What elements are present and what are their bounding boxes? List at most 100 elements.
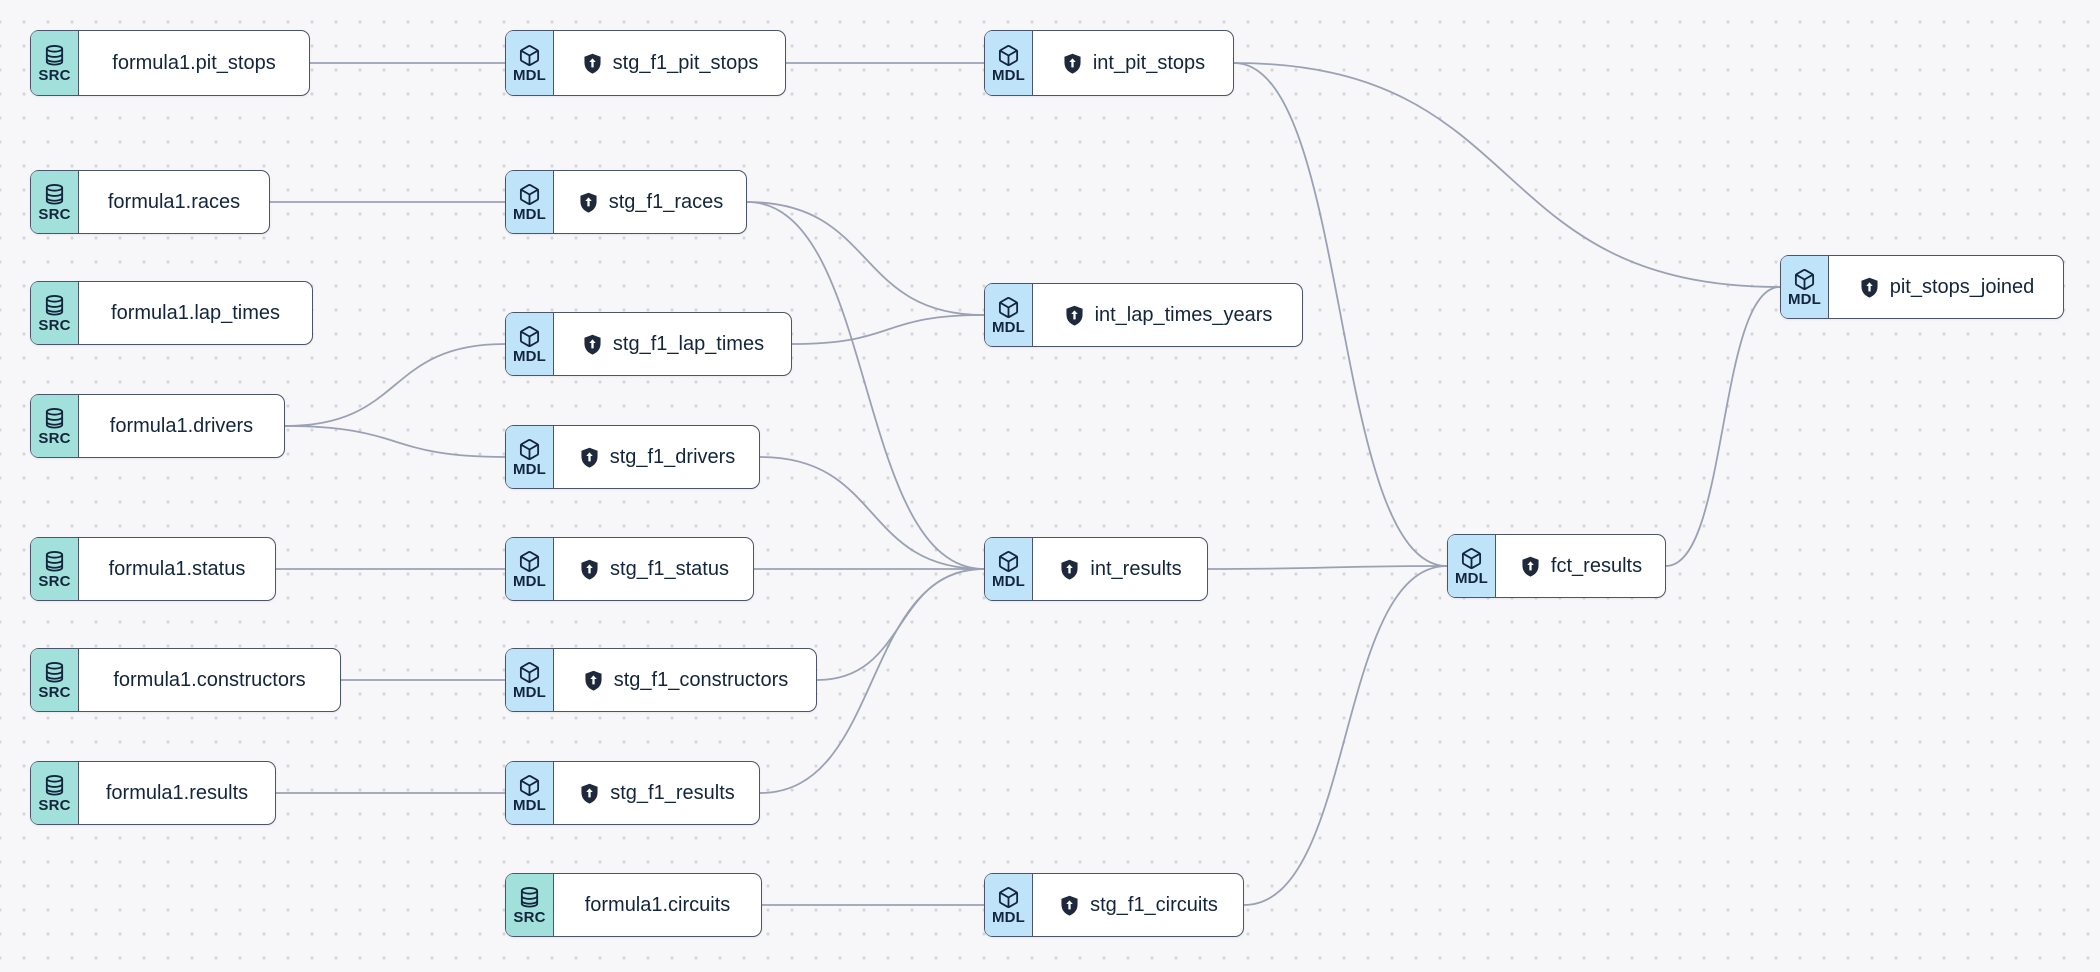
badge-label: MDL <box>991 318 1026 336</box>
node-src_circuits[interactable]: SRC formula1.circuits <box>505 873 762 937</box>
badge-label: MDL <box>991 66 1026 84</box>
node-label: formula1.lap_times <box>111 301 280 324</box>
database-icon <box>45 294 64 316</box>
badge-label: MDL <box>512 66 547 84</box>
node-label-container: stg_f1_races <box>554 171 746 233</box>
shield-icon <box>584 53 601 74</box>
cube-icon <box>519 550 540 572</box>
node-int_pit_stops[interactable]: MDL int_pit_stops <box>984 30 1234 96</box>
database-icon <box>45 183 64 205</box>
node-label-container: int_pit_stops <box>1033 31 1233 95</box>
node-label: formula1.constructors <box>113 668 306 691</box>
node-pit_stops_joined[interactable]: MDL pit_stops_joined <box>1780 255 2064 319</box>
badge-label: MDL <box>991 572 1026 590</box>
source-badge: SRC <box>31 282 79 344</box>
node-src_drivers[interactable]: SRC formula1.drivers <box>30 394 285 458</box>
cube-icon <box>519 325 540 347</box>
model-badge: MDL <box>506 31 554 95</box>
edge-int_results-to-fct_results <box>1207 565 1448 570</box>
model-badge: MDL <box>985 31 1033 95</box>
node-label: formula1.status <box>108 557 246 580</box>
node-label: stg_f1_circuits <box>1090 893 1218 916</box>
cube-icon <box>1461 547 1482 569</box>
node-label: formula1.races <box>107 190 241 213</box>
edge-stg_drivers-to-int_results <box>759 456 985 570</box>
node-label-container: stg_f1_circuits <box>1033 874 1243 936</box>
database-icon <box>520 886 539 908</box>
database-icon <box>45 550 64 572</box>
node-label-container: formula1.pit_stops <box>79 31 309 95</box>
badge-label: SRC <box>38 683 71 701</box>
source-badge: SRC <box>31 649 79 711</box>
cube-icon <box>998 886 1019 908</box>
node-src_constructors[interactable]: SRC formula1.constructors <box>30 648 341 712</box>
model-badge: MDL <box>506 762 554 824</box>
badge-label: MDL <box>1454 569 1489 587</box>
badge-label: MDL <box>512 347 547 365</box>
badge-label: SRC <box>38 796 71 814</box>
shield-icon <box>585 670 602 691</box>
node-src_results[interactable]: SRC formula1.results <box>30 761 276 825</box>
source-badge: SRC <box>506 874 554 936</box>
model-badge: MDL <box>985 284 1033 346</box>
source-badge: SRC <box>31 395 79 457</box>
edge-stg_races-to-int_results <box>746 201 985 570</box>
source-badge: SRC <box>31 171 79 233</box>
node-label: stg_f1_constructors <box>613 668 789 691</box>
badge-label: MDL <box>512 205 547 223</box>
model-badge: MDL <box>506 171 554 233</box>
node-label-container: formula1.lap_times <box>79 282 312 344</box>
shield-icon <box>1522 556 1539 577</box>
node-label: formula1.results <box>105 781 249 804</box>
node-label-container: formula1.circuits <box>554 874 761 936</box>
edge-fct_results-to-pit_stops_joined <box>1665 286 1781 567</box>
node-label: formula1.drivers <box>109 414 254 437</box>
badge-label: SRC <box>513 908 546 926</box>
node-int_results[interactable]: MDL int_results <box>984 537 1208 601</box>
shield-icon <box>1064 53 1081 74</box>
shield-icon <box>1061 895 1078 916</box>
node-label-container: stg_f1_results <box>554 762 759 824</box>
node-stg_drivers[interactable]: MDL stg_f1_drivers <box>505 425 760 489</box>
cube-icon <box>519 44 540 66</box>
node-label: pit_stops_joined <box>1889 275 2035 298</box>
database-icon <box>45 44 64 66</box>
cube-icon <box>519 438 540 460</box>
badge-label: MDL <box>512 460 547 478</box>
shield-icon <box>581 783 598 804</box>
shield-icon <box>581 559 598 580</box>
badge-label: MDL <box>512 683 547 701</box>
shield-icon <box>1861 277 1878 298</box>
node-stg_lap_times[interactable]: MDL stg_f1_lap_times <box>505 312 792 376</box>
edge-int_pit_stops-to-pit_stops_joined <box>1233 62 1781 288</box>
node-label: stg_f1_results <box>610 781 735 804</box>
badge-label: SRC <box>38 429 71 447</box>
database-icon <box>45 407 64 429</box>
cube-icon <box>1794 268 1815 290</box>
edge-stg_constructors-to-int_results <box>816 568 985 681</box>
node-src_status[interactable]: SRC formula1.status <box>30 537 276 601</box>
cube-icon <box>998 296 1019 318</box>
node-src_pit_stops[interactable]: SRC formula1.pit_stops <box>30 30 310 96</box>
node-label-container: stg_f1_drivers <box>554 426 759 488</box>
badge-label: MDL <box>1787 290 1822 308</box>
node-stg_constructors[interactable]: MDL stg_f1_constructors <box>505 648 817 712</box>
node-stg_results[interactable]: MDL stg_f1_results <box>505 761 760 825</box>
node-src_races[interactable]: SRC formula1.races <box>30 170 270 234</box>
node-stg_races[interactable]: MDL stg_f1_races <box>505 170 747 234</box>
node-label: stg_f1_lap_times <box>612 332 765 355</box>
model-badge: MDL <box>506 313 554 375</box>
node-int_lap_times_years[interactable]: MDL int_lap_times_years <box>984 283 1303 347</box>
node-src_lap_times[interactable]: SRC formula1.lap_times <box>30 281 313 345</box>
node-stg_circuits[interactable]: MDL stg_f1_circuits <box>984 873 1244 937</box>
model-badge: MDL <box>506 426 554 488</box>
node-stg_pit_stops[interactable]: MDL stg_f1_pit_stops <box>505 30 786 96</box>
node-label: int_lap_times_years <box>1094 303 1273 326</box>
node-label-container: fct_results <box>1496 535 1665 597</box>
node-stg_status[interactable]: MDL stg_f1_status <box>505 537 754 601</box>
badge-label: MDL <box>512 572 547 590</box>
node-fct_results[interactable]: MDL fct_results <box>1447 534 1666 598</box>
cube-icon <box>519 661 540 683</box>
